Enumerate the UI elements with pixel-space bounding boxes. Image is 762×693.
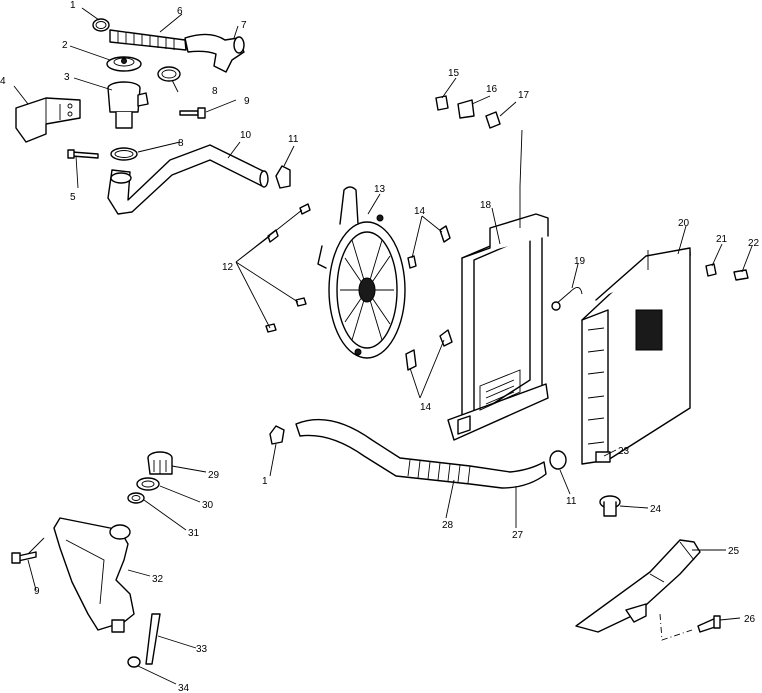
part-22-screw: [733, 269, 749, 281]
part-8-clamp-lower: [110, 147, 138, 161]
callout-25: 25: [728, 546, 740, 557]
callout-4: 4: [0, 76, 6, 87]
part-20-radiator: [581, 247, 691, 465]
leader-lines: [13, 7, 753, 685]
part-18-fan-shroud: [447, 129, 549, 441]
callout-31: 31: [188, 528, 200, 539]
callout-18: 18: [480, 200, 492, 211]
callout-20: 20: [678, 218, 690, 229]
part-15-nut: [435, 95, 449, 111]
callout-13: 13: [374, 184, 386, 195]
callout-22: 22: [748, 238, 760, 249]
callout-14-lower: 14: [420, 402, 432, 413]
part-10-radiator-hose-upper: [107, 144, 269, 215]
callout-27: 27: [512, 530, 524, 541]
callout-9-upper: 9: [244, 96, 250, 107]
part-32-overflow-bottle: [53, 517, 135, 633]
callout-8-upper: 8: [212, 86, 218, 97]
part-19-sensor-wire: [551, 287, 583, 311]
callout-6: 6: [177, 6, 183, 17]
callout-26: 26: [744, 614, 756, 625]
callout-12: 12: [222, 262, 234, 273]
part-6-corrugated-hose: [109, 29, 187, 51]
callout-5: 5: [70, 192, 76, 203]
part-9-bolt-lower: [11, 551, 37, 564]
callout-16: 16: [486, 84, 498, 95]
callout-21: 21: [716, 234, 728, 245]
part-11-clamp-lower: [549, 450, 567, 470]
callout-11-lower: 11: [566, 496, 577, 507]
part-14-shroud-clips: [405, 225, 453, 371]
part-16-thermo-switch: [457, 99, 475, 119]
callout-11-upper: 11: [288, 134, 299, 145]
callout-9-lower: 9: [34, 586, 40, 597]
part-7-hose-elbow: [184, 33, 245, 73]
callout-28: 28: [442, 520, 454, 531]
callout-23: 23: [618, 446, 630, 457]
callout-1-top: 1: [70, 0, 76, 11]
part-13-cooling-fan: [317, 186, 406, 359]
callout-29: 29: [208, 470, 220, 481]
part-24-drain-plug: [599, 495, 621, 517]
part-27-28-radiator-hose-lower: [295, 418, 547, 489]
callout-1-lower: 1: [262, 476, 268, 487]
part-4-mounting-bracket: [15, 97, 81, 143]
callout-33: 33: [196, 644, 208, 655]
callout-17: 17: [518, 90, 530, 101]
callout-8-lower: 8: [178, 138, 184, 149]
part-11-clamp-upper: [275, 165, 291, 189]
callout-19: 19: [574, 256, 586, 267]
part-34-tube-clamp: [127, 656, 141, 668]
callout-34: 34: [178, 683, 190, 693]
part-29-bottle-cap: [147, 451, 173, 475]
callout-24: 24: [650, 504, 662, 515]
part-1-clamp-lower: [269, 425, 285, 445]
part-33-overflow-tube: [145, 613, 161, 665]
part-12-fan-mounting-screws: [265, 203, 311, 333]
callout-14-upper: 14: [414, 206, 426, 217]
callout-30: 30: [202, 500, 214, 511]
part-3-filler-neck: [107, 81, 149, 129]
part-17-switch-sleeve: [485, 111, 501, 129]
part-2-radiator-cap: [106, 56, 142, 72]
callout-15: 15: [448, 68, 460, 79]
callout-2: 2: [62, 40, 68, 51]
part-30-gasket: [136, 477, 160, 491]
part-21-nut: [705, 263, 717, 277]
part-31-neck-ring: [127, 492, 145, 504]
callout-3: 3: [64, 72, 70, 83]
callout-10: 10: [240, 130, 252, 141]
part-1-clamp-top: [92, 18, 110, 32]
part-26-screw: [697, 615, 721, 633]
part-9-bolt-upper: [179, 107, 206, 119]
callout-7: 7: [241, 20, 247, 31]
part-25-support-bracket: [575, 539, 701, 633]
part-5-bolt: [67, 149, 99, 159]
part-8-clamp-upper: [157, 66, 181, 82]
callout-32: 32: [152, 574, 164, 585]
